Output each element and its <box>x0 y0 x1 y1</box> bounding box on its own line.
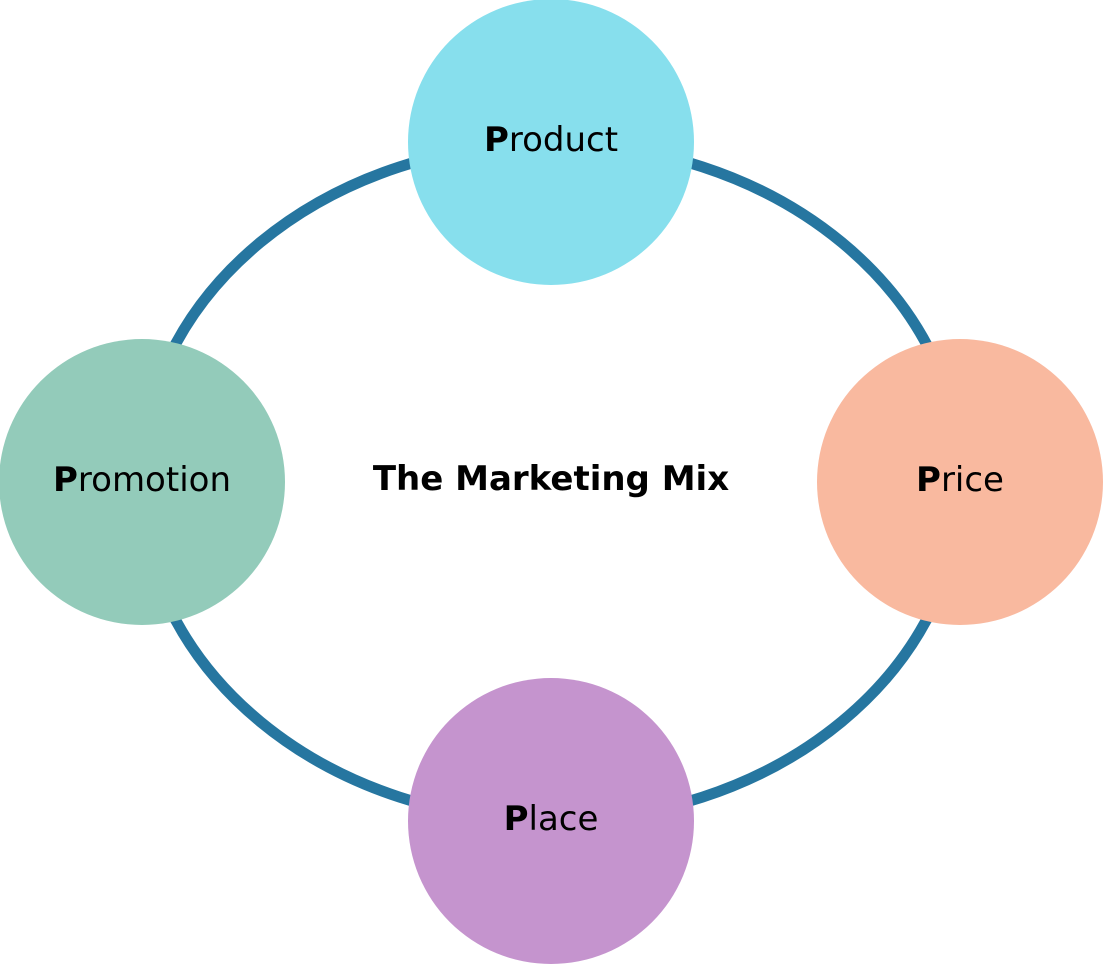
node-promotion-circle <box>0 339 285 625</box>
node-place-rest: lace <box>529 799 599 839</box>
node-product: Product <box>408 0 694 285</box>
node-product-initial: P <box>484 120 509 160</box>
node-price-circle <box>817 339 1103 625</box>
node-promotion-initial: P <box>53 460 78 500</box>
node-promotion: Promotion <box>0 339 285 625</box>
node-place: Place <box>408 678 694 964</box>
node-promotion-label: Promotion <box>53 460 231 500</box>
node-place-circle <box>408 678 694 964</box>
node-price-initial: P <box>916 460 941 500</box>
node-promotion-rest: romotion <box>78 460 231 500</box>
node-price: Price <box>817 339 1103 625</box>
node-place-label: Place <box>504 799 599 839</box>
node-place-initial: P <box>504 799 529 839</box>
diagram-title: The Marketing Mix <box>373 459 729 499</box>
node-price-rest: rice <box>941 460 1004 500</box>
node-price-label: Price <box>916 460 1004 500</box>
node-product-rest: roduct <box>509 120 618 160</box>
node-product-circle <box>408 0 694 285</box>
node-product-label: Product <box>484 120 618 160</box>
